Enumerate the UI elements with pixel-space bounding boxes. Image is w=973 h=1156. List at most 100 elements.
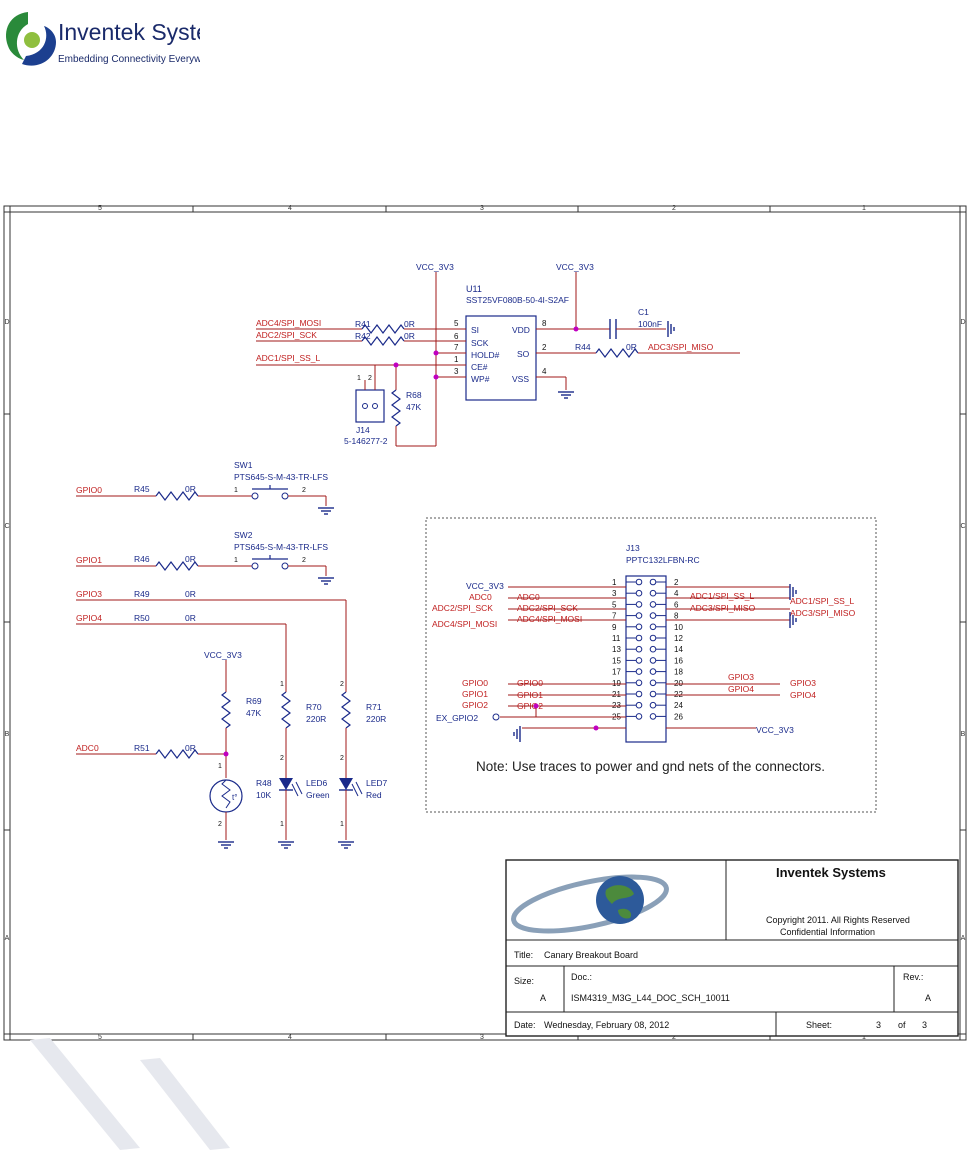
j13-left-pin-number: 7: [612, 612, 617, 621]
svg-text:1: 1: [454, 355, 459, 364]
j13-pin-hole: [649, 623, 657, 631]
svg-text:GPIO3: GPIO3: [728, 672, 754, 682]
svg-text:ADC2/SPI_SCK: ADC2/SPI_SCK: [432, 603, 493, 613]
svg-text:8: 8: [542, 319, 547, 328]
svg-text:C: C: [960, 523, 965, 530]
svg-text:GPIO0: GPIO0: [76, 485, 102, 495]
j13-pin-hole: [635, 578, 643, 586]
svg-text:1: 1: [357, 375, 361, 382]
svg-text:GPIO4: GPIO4: [76, 613, 102, 623]
watermark-graphic: [30, 1038, 230, 1150]
svg-text:Sheet:: Sheet:: [806, 1020, 832, 1030]
svg-text:Size:: Size:: [514, 976, 534, 986]
svg-text:A: A: [961, 935, 966, 942]
svg-text:0R: 0R: [185, 613, 196, 623]
net-spi-mosi: ADC4/SPI_MOSI: [256, 318, 321, 328]
svg-text:LED7: LED7: [366, 778, 388, 788]
j13-pin-hole: [649, 701, 657, 709]
j13-pin-hole: [649, 668, 657, 675]
svg-text:B: B: [961, 731, 966, 738]
svg-text:R44: R44: [575, 342, 591, 352]
svg-text:R48: R48: [256, 778, 272, 788]
sheet-frame: [3, 205, 967, 1041]
j13-pin-hole: [649, 679, 657, 687]
svg-text:ADC3/SPI_MISO: ADC3/SPI_MISO: [790, 608, 856, 618]
svg-text:PTS645-S-M-43-TR-LFS: PTS645-S-M-43-TR-LFS: [234, 472, 328, 482]
svg-text:R69: R69: [246, 696, 262, 706]
svg-text:1: 1: [862, 1034, 866, 1041]
svg-text:LED6: LED6: [306, 778, 328, 788]
svg-text:47K: 47K: [406, 402, 421, 412]
svg-text:GPIO3: GPIO3: [76, 589, 102, 599]
svg-text:R71: R71: [366, 702, 382, 712]
svg-text:7: 7: [454, 343, 459, 352]
j13-pin-hole: [649, 690, 657, 698]
svg-text:10K: 10K: [256, 790, 271, 800]
j13-pin-hole: [649, 601, 657, 608]
j13-left-pin-number: 5: [612, 600, 617, 609]
svg-text:GPIO4: GPIO4: [728, 684, 754, 694]
svg-text:of: of: [898, 1020, 906, 1030]
j13-pin-hole: [649, 589, 657, 597]
svg-text:SO: SO: [517, 349, 530, 359]
j13-pin-hole: [649, 713, 657, 720]
svg-text:C1: C1: [638, 307, 649, 317]
j13-left-pin-number: 3: [612, 589, 617, 598]
svg-text:1: 1: [280, 821, 284, 828]
svg-text:R42: R42: [355, 331, 371, 341]
u11-ref: U11: [466, 284, 482, 294]
j13-left-pin-number: 11: [612, 634, 621, 643]
svg-text:ADC4/SPI_MOSI: ADC4/SPI_MOSI: [517, 614, 582, 624]
svg-text:VDD: VDD: [512, 325, 530, 335]
svg-text:D: D: [4, 319, 9, 326]
r68-resistor: R68 47K: [391, 365, 422, 446]
svg-text:Rev.:: Rev.:: [903, 972, 923, 982]
svg-text:WP#: WP#: [471, 374, 490, 384]
svg-text:SW2: SW2: [234, 530, 253, 540]
svg-text:2: 2: [302, 487, 306, 494]
connector-note: Note: Use traces to power and gnd nets o…: [476, 759, 825, 774]
j13-right-pin-number: 14: [674, 645, 683, 654]
svg-text:Wednesday, February 08, 2012: Wednesday, February 08, 2012: [544, 1020, 669, 1030]
svg-text:1: 1: [234, 557, 238, 564]
j13-pin-hole: [635, 701, 643, 709]
svg-text:ISM4319_M3G_L44_DOC_SCH_10011: ISM4319_M3G_L44_DOC_SCH_10011: [571, 993, 730, 1003]
svg-text:6: 6: [454, 332, 459, 341]
logo-mark-icon: [6, 12, 56, 66]
j13-left-pin-number: 13: [612, 645, 621, 654]
svg-text:1: 1: [218, 763, 222, 770]
svg-text:5: 5: [98, 205, 102, 212]
svg-text:PTS645-S-M-43-TR-LFS: PTS645-S-M-43-TR-LFS: [234, 542, 328, 552]
svg-text:0R: 0R: [185, 743, 196, 753]
j13-pin-hole: [635, 623, 643, 631]
net-spi-miso: ADC3/SPI_MISO: [648, 342, 714, 352]
svg-text:2: 2: [340, 681, 344, 688]
j13-right-pin-number: 12: [674, 634, 683, 643]
led-section: GPIO3 R49 0R GPIO4 R50 0R R70 220R R71 2…: [76, 589, 388, 849]
svg-text:Doc.:: Doc.:: [571, 972, 592, 982]
j13-pin-hole: [635, 668, 643, 675]
svg-text:ADC3/SPI_MISO: ADC3/SPI_MISO: [690, 603, 756, 613]
j13-connector: [625, 575, 667, 743]
svg-text:1: 1: [280, 681, 284, 688]
j14-jumper: 1 2 J14 5-146277-2: [344, 365, 388, 446]
j13-pin-hole: [635, 679, 643, 687]
j13-left-pin-number: 15: [612, 656, 621, 665]
svg-text:VSS: VSS: [512, 374, 529, 384]
j13-right-pin-number: 8: [674, 612, 679, 621]
svg-text:A: A: [540, 993, 546, 1003]
svg-text:SI: SI: [471, 325, 479, 335]
svg-text:Red: Red: [366, 790, 382, 800]
j13-pin-hole: [635, 634, 643, 642]
svg-text:R51: R51: [134, 743, 150, 753]
svg-text:3: 3: [876, 1020, 881, 1030]
svg-text:Copyright 2011. All Rights Res: Copyright 2011. All Rights Reserved: [766, 915, 910, 925]
sw2-section: GPIO1 R46 0R SW2 PTS645-S-M-43-TR-LFS 1 …: [76, 530, 335, 585]
j13-right-pin-number: 2: [674, 578, 679, 587]
flash-junctions: [393, 326, 579, 380]
